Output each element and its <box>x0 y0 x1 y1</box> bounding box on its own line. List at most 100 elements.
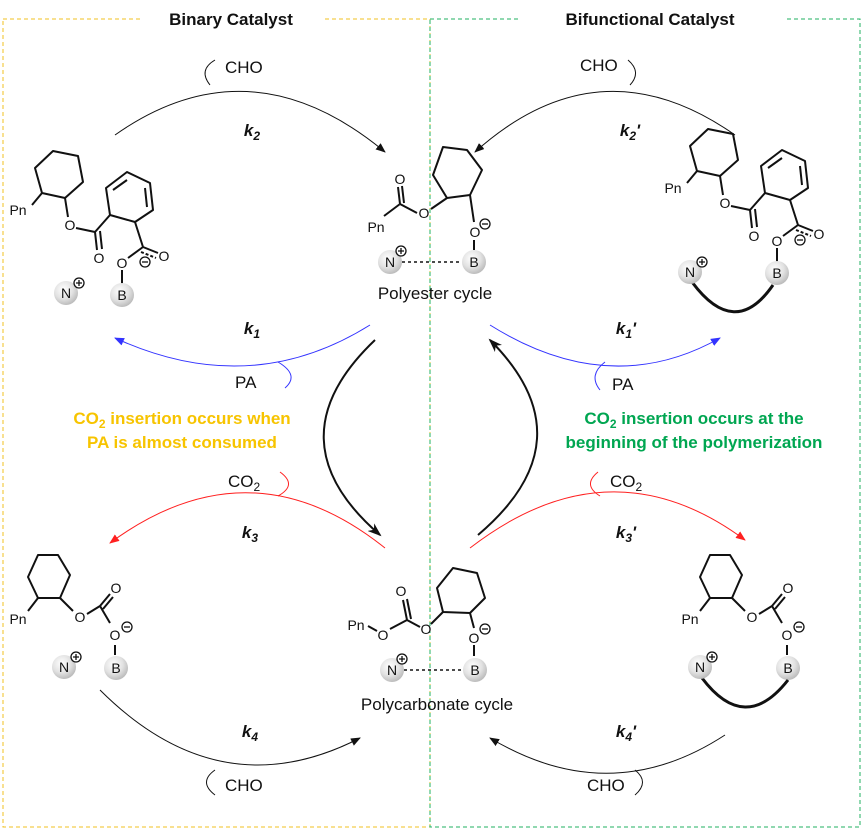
svg-text:O: O <box>396 583 407 599</box>
phthalate-intermediate-binary: Pn O O O O <box>9 150 170 284</box>
rate-k1-prime: k1' <box>616 319 637 341</box>
svg-text:O: O <box>814 226 825 242</box>
svg-text:O: O <box>94 250 105 266</box>
pa-hook-icon <box>594 361 606 391</box>
svg-text:Pn: Pn <box>681 611 698 627</box>
ammonium-cation: N <box>678 256 708 284</box>
svg-text:O: O <box>421 621 432 637</box>
svg-text:O: O <box>110 627 121 643</box>
svg-text:k4': k4' <box>616 722 637 744</box>
cho-label: CHO <box>225 776 263 795</box>
k2-arrow <box>114 90 386 153</box>
borane-ball: B <box>110 283 134 307</box>
co2-label: CO2 <box>228 472 261 494</box>
svg-text:O: O <box>117 255 128 271</box>
svg-text:O: O <box>378 627 389 643</box>
rate-k4: k4 <box>242 722 258 744</box>
svg-text:N: N <box>385 254 395 270</box>
polycarbonate-cycle-label: Polycarbonate cycle <box>361 695 513 714</box>
pa-label: PA <box>612 375 634 394</box>
cho-hook-icon <box>627 59 636 86</box>
k1prime-arrow <box>489 324 721 367</box>
tether-linker <box>690 281 775 314</box>
svg-text:O: O <box>749 228 760 244</box>
rate-k2: k2 <box>244 121 260 143</box>
svg-text:N: N <box>685 264 695 280</box>
polycarbonate-to-polyester-arrow <box>477 338 539 536</box>
svg-text:O: O <box>772 233 783 249</box>
svg-text:N: N <box>61 285 71 301</box>
ammonium-cation: N <box>688 651 718 679</box>
pa-label: PA <box>235 373 257 392</box>
tether-linker <box>700 677 790 709</box>
svg-text:N: N <box>387 662 397 678</box>
svg-text:O: O <box>65 217 76 233</box>
svg-text:k1': k1' <box>616 319 637 341</box>
svg-text:O: O <box>75 609 86 625</box>
rate-k1: k1 <box>244 319 260 341</box>
svg-text:B: B <box>470 662 479 678</box>
svg-text:O: O <box>747 609 758 625</box>
svg-text:N: N <box>695 659 705 675</box>
svg-text:N: N <box>59 659 69 675</box>
k2prime-arrow <box>474 90 736 153</box>
pa-hook-icon <box>277 361 292 389</box>
k3prime-arrow <box>469 491 746 549</box>
svg-text:O: O <box>111 580 122 596</box>
phthalate-intermediate-bifunctional: Pn O O O O B <box>664 128 825 285</box>
svg-text:O: O <box>720 195 731 211</box>
carbonate-intermediate-bifunctional: Pn O O O B <box>681 554 805 680</box>
k4-arrow <box>99 689 361 766</box>
cho-label: CHO <box>587 776 625 795</box>
cho-hook-icon <box>206 769 216 796</box>
rate-k3-prime: k3' <box>616 523 637 545</box>
carbonate-intermediate-binary: Pn O O O N B <box>9 554 133 680</box>
bifunctional-note-line2: beginning of the polymerization <box>566 433 823 452</box>
bifunctional-catalyst-title: Bifunctional Catalyst <box>565 10 734 29</box>
svg-text:k2: k2 <box>244 121 260 143</box>
k3-arrow <box>109 492 386 549</box>
svg-text:k3': k3' <box>616 523 637 545</box>
svg-text:k4: k4 <box>242 722 258 744</box>
cho-label: CHO <box>580 56 618 75</box>
svg-text:O: O <box>395 171 406 187</box>
k4prime-arrow <box>489 734 726 774</box>
svg-text:Pn: Pn <box>9 611 26 627</box>
svg-text:B: B <box>783 660 792 676</box>
k1-arrow <box>114 324 371 367</box>
svg-text:k3: k3 <box>242 523 258 545</box>
svg-text:B: B <box>772 265 781 281</box>
svg-text:Pn: Pn <box>9 202 26 218</box>
rate-k2-prime: k2' <box>620 121 641 143</box>
cho-hook-icon <box>634 769 643 796</box>
svg-text:Pn: Pn <box>664 180 681 196</box>
svg-text:O: O <box>783 580 794 596</box>
bifunctional-note-line1: CO2 insertion occurs at the <box>584 409 803 431</box>
svg-text:k2': k2' <box>620 121 641 143</box>
bifunctional-panel-border <box>429 18 861 828</box>
rate-k4-prime: k4' <box>616 722 637 744</box>
rate-k3: k3 <box>242 523 258 545</box>
ammonium-cation: N <box>54 277 85 305</box>
svg-text:B: B <box>111 660 120 676</box>
svg-text:O: O <box>159 248 170 264</box>
svg-text:k1: k1 <box>244 319 260 341</box>
svg-text:O: O <box>469 630 480 646</box>
binary-note-line2: PA is almost consumed <box>87 433 277 452</box>
svg-text:Pn: Pn <box>347 617 364 633</box>
cho-label: CHO <box>225 58 263 77</box>
svg-text:B: B <box>117 287 126 303</box>
polyester-alkoxide-species: O O Pn O N B <box>367 146 491 274</box>
cho-hook-icon <box>204 59 216 86</box>
svg-text:B: B <box>469 254 478 270</box>
polyester-cycle-label: Polyester cycle <box>378 284 492 303</box>
binary-note-line1: CO2 insertion occurs when <box>73 409 290 431</box>
co2-hook-icon <box>277 471 289 497</box>
co2-label: CO2 <box>610 472 643 494</box>
co2-hook-icon <box>590 471 601 497</box>
svg-text:Pn: Pn <box>367 219 384 235</box>
svg-text:O: O <box>470 224 481 240</box>
svg-text:O: O <box>419 205 430 221</box>
